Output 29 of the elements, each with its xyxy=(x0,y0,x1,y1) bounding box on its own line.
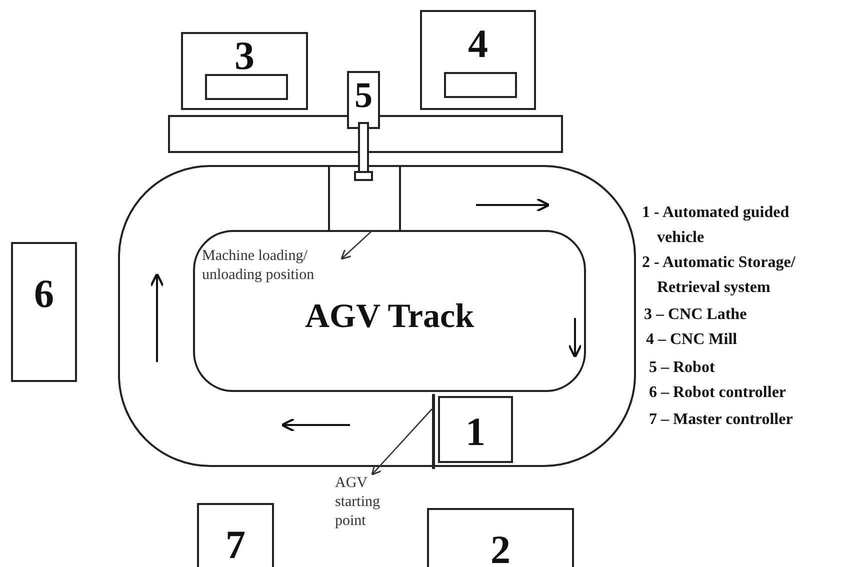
agv-track-loop xyxy=(118,165,636,467)
storage-box xyxy=(427,508,574,567)
robot-box xyxy=(347,71,380,129)
start-line xyxy=(432,394,435,469)
key-entry: 3 – CNC Lathe xyxy=(644,305,748,325)
callout-text: AGV starting point xyxy=(335,474,381,531)
track-title: AGV Track xyxy=(304,300,476,334)
key-entry: 6 – Robot controller xyxy=(649,383,788,403)
leader-line xyxy=(340,230,372,260)
controller-box xyxy=(197,503,274,567)
part-number: 7 xyxy=(224,525,246,565)
part-number: 6 xyxy=(33,274,55,314)
machine-box xyxy=(181,32,308,110)
key-entry: 7 – Master controller xyxy=(649,410,794,430)
part-number: 2 xyxy=(490,530,512,567)
key-entry: 5 – Robot xyxy=(649,358,716,378)
part-number: 3 xyxy=(234,36,256,76)
key-entry: 2 - Automatic Storage/ Retrieval system xyxy=(642,253,796,298)
key-entry: 4 – CNC Mill xyxy=(646,330,738,350)
part-number: 5 xyxy=(354,77,374,113)
machine-box xyxy=(420,10,536,110)
controller-box xyxy=(11,242,77,382)
track-center-island xyxy=(193,230,586,392)
part-number: 4 xyxy=(467,24,489,64)
callout-text: Machine loading/ unloading position xyxy=(202,247,316,285)
conveyor-platform xyxy=(168,115,563,153)
part-number: 1 xyxy=(464,412,486,452)
key-entry: 1 - Automated guided vehicle xyxy=(642,203,790,248)
agv-box xyxy=(438,396,513,463)
